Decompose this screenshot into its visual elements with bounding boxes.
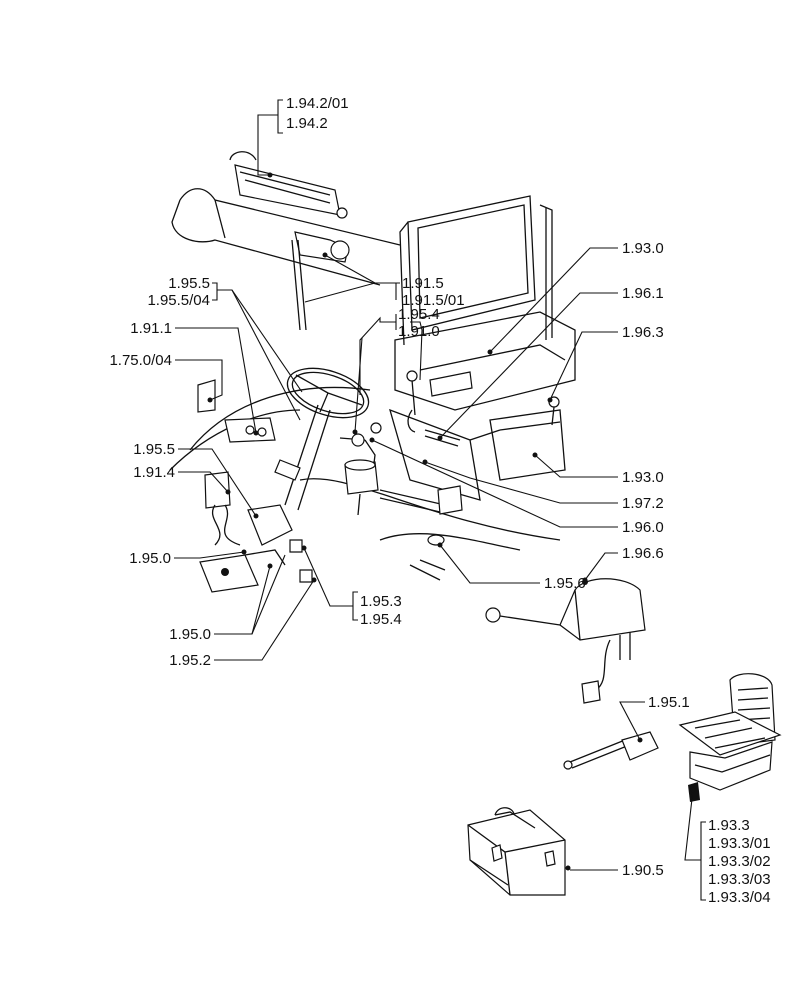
label-1-91-0: 1.91.0 bbox=[398, 323, 440, 340]
label-1-95-5-b: 1.95.5 bbox=[133, 441, 175, 458]
toolbox-1905 bbox=[467, 807, 566, 896]
controls-center bbox=[339, 370, 560, 581]
label-1-95-0-a: 1.95.0 bbox=[129, 550, 171, 567]
label-1-93-0-top: 1.93.0 bbox=[622, 240, 664, 257]
label-1-93-3-04: 1.93.3/04 bbox=[708, 889, 771, 906]
label-1-95-5-a: 1.95.5 bbox=[168, 275, 210, 292]
leader-lines bbox=[174, 99, 706, 901]
label-1-93-3-02: 1.93.3/02 bbox=[708, 853, 771, 870]
label-1-94-2-01: 1.94.2/01 bbox=[286, 95, 349, 112]
seat-1933 bbox=[678, 673, 782, 802]
label-1-96-0: 1.96.0 bbox=[622, 519, 664, 536]
cab-frame bbox=[169, 195, 576, 551]
label-1-95-4-bot: 1.95.4 bbox=[360, 611, 402, 628]
label-1-97-2: 1.97.2 bbox=[622, 495, 664, 512]
label-1-95-1: 1.95.1 bbox=[648, 694, 690, 711]
steering-assembly bbox=[197, 367, 370, 593]
label-1-96-1: 1.96.1 bbox=[622, 285, 664, 302]
label-1-93-3-03: 1.93.3/03 bbox=[708, 871, 771, 888]
hand-controller-1966 bbox=[485, 578, 646, 704]
label-1-90-5: 1.90.5 bbox=[622, 862, 664, 879]
label-1-91-5-01: 1.91.5/01 bbox=[402, 292, 465, 309]
label-1-94-2: 1.94.2 bbox=[286, 115, 328, 132]
label-1-93-3: 1.93.3 bbox=[708, 817, 750, 834]
label-1-75-0-04: 1.75.0/04 bbox=[109, 352, 172, 369]
label-1-91-5: 1.91.5 bbox=[402, 275, 444, 292]
part-labels: 1.94.2/01 1.94.2 1.93.0 1.96.1 1.96.3 1.… bbox=[109, 95, 770, 906]
label-1-95-4-top: 1.95.4 bbox=[398, 306, 440, 323]
label-1-91-4: 1.91.4 bbox=[133, 464, 175, 481]
hand-lever-1951 bbox=[563, 731, 659, 770]
label-1-95-0-b: 1.95.0 bbox=[169, 626, 211, 643]
roof-and-top-parts bbox=[171, 151, 401, 331]
label-1-95-3: 1.95.3 bbox=[360, 593, 402, 610]
label-1-96-3: 1.96.3 bbox=[622, 324, 664, 341]
label-1-93-3-01: 1.93.3/01 bbox=[708, 835, 771, 852]
label-1-95-6: 1.95.6 bbox=[544, 575, 586, 592]
label-1-95-5-04: 1.95.5/04 bbox=[147, 292, 210, 309]
label-1-93-0-mid: 1.93.0 bbox=[622, 469, 664, 486]
label-1-96-6: 1.96.6 bbox=[622, 545, 664, 562]
label-1-91-1: 1.91.1 bbox=[130, 320, 172, 337]
label-1-95-2: 1.95.2 bbox=[169, 652, 211, 669]
